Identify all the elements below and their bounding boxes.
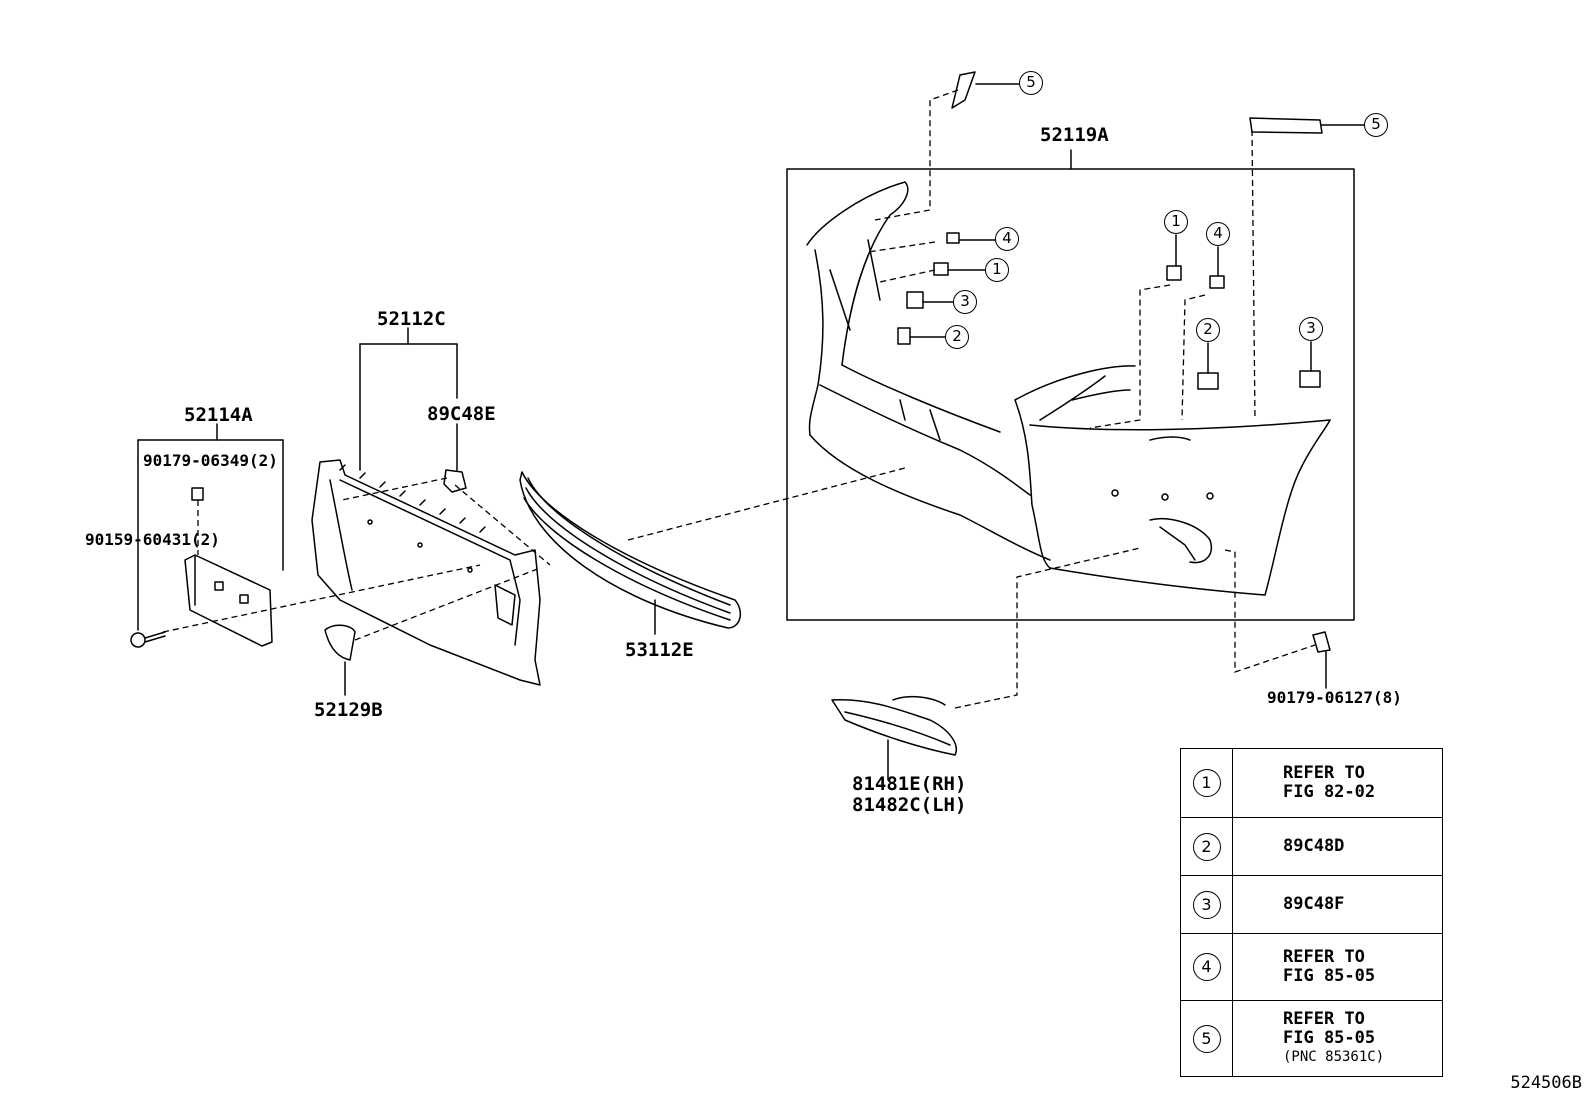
grille-frame-drawing [311, 459, 541, 686]
callout-1-right: 1 [1164, 210, 1188, 234]
figure-id: 524506B [1510, 1073, 1582, 1093]
legend-text: FIG 85-05 [1283, 1028, 1376, 1048]
label-52114a: 52114A [184, 404, 253, 426]
legend-row: 3 89C48F [1180, 875, 1443, 934]
license-bracket-drawing [184, 554, 273, 647]
legend-key-5: 5 [1192, 1024, 1221, 1053]
part-5-left-drawing [951, 71, 976, 109]
label-90179-06127: 90179-06127(8) [1267, 688, 1402, 707]
label-52129b: 52129B [314, 699, 383, 721]
bumper-cover-drawing [806, 181, 1331, 596]
legend-row: 2 89C48D [1180, 817, 1443, 876]
label-90159-60431: 90159-60431(2) [85, 530, 220, 549]
legend-text: REFER TO [1283, 763, 1365, 783]
lower-grille-drawing [519, 471, 742, 629]
callout-2-right: 2 [1196, 318, 1220, 342]
label-81481e: 81481E(RH) [852, 773, 967, 795]
callout-3-right: 3 [1299, 317, 1323, 341]
label-81482c: 81482C(LH) [852, 794, 967, 816]
label-90179-06349: 90179-06349(2) [143, 451, 278, 470]
clip-89c48e-drawing [443, 469, 467, 493]
legend-text: REFER TO [1283, 947, 1365, 967]
legend-key-2: 2 [1192, 832, 1221, 861]
legend-text: FIG 82-02 [1283, 782, 1376, 802]
fog-cover-drawing [831, 695, 957, 756]
part-5-right-drawing [1249, 117, 1323, 134]
callout-3-left: 3 [953, 290, 977, 314]
legend-key-1: 1 [1192, 769, 1221, 797]
label-89c48e: 89C48E [427, 403, 496, 425]
label-52119a: 52119A [1040, 124, 1109, 146]
label-53112e: 53112E [625, 639, 694, 661]
legend-text: FIG 85-05 [1283, 966, 1376, 986]
label-52112c: 52112C [377, 308, 446, 330]
legend-text: (PNC 85361C) [1283, 1049, 1385, 1065]
legend-key-4: 4 [1192, 953, 1221, 981]
nut-drawing [191, 487, 204, 501]
legend-text: 89C48F [1283, 894, 1345, 914]
legend-text: 89C48D [1283, 836, 1345, 856]
callout-4-right: 4 [1206, 222, 1230, 246]
bumper-assembly-box [786, 168, 1355, 621]
legend-key-3: 3 [1192, 890, 1221, 919]
callout-1-left: 1 [985, 258, 1009, 282]
clip-06127-drawing [1312, 631, 1331, 653]
legend-text: REFER TO [1283, 1009, 1365, 1029]
callout-2-left: 2 [945, 325, 969, 349]
callout-5-right: 5 [1364, 113, 1388, 137]
cover-52129b-drawing [324, 624, 356, 661]
callout-5-left: 5 [1019, 71, 1043, 95]
callout-4-left: 4 [995, 227, 1019, 251]
screw-drawing [130, 631, 166, 648]
